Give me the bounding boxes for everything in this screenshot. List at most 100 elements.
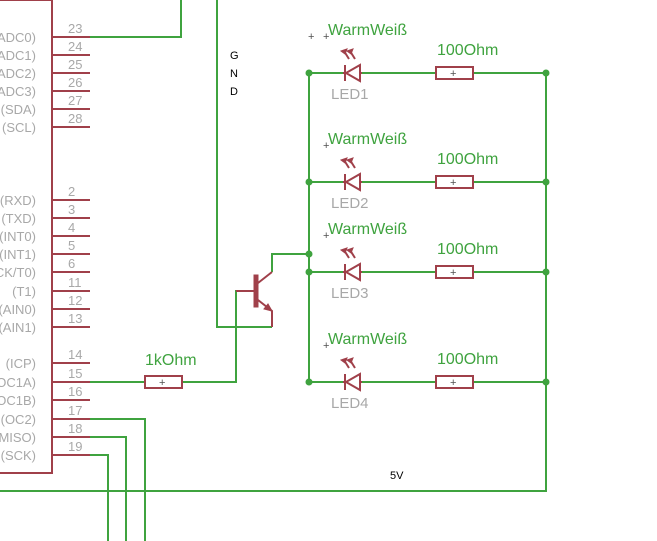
ic-pin: (MISO) 18	[0, 421, 90, 445]
ic-pin: (TXD)3	[1, 202, 90, 226]
ic-pin: (SCK) 19	[1, 439, 90, 463]
ic-pin-name: (AIN0)	[0, 302, 36, 317]
ic-pin-number: 14	[68, 347, 82, 362]
ic-pins: (ADC0)23(ADC1)24(ADC2)25(ADC3)26(SDA)27(…	[0, 21, 90, 463]
led-light-arrowhead	[345, 357, 354, 364]
led-resistor-value: 100Ohm	[437, 351, 498, 368]
ic-pin-name: (INT1)	[0, 247, 36, 262]
led-resistor-body	[435, 66, 474, 80]
ic-pin-name: (ADC3)	[0, 84, 36, 99]
junction-dot	[305, 178, 313, 186]
led-triangle	[343, 372, 361, 392]
wires	[0, 0, 547, 541]
ic-pin-number: 28	[68, 111, 82, 126]
led-value-origin: +	[323, 31, 329, 43]
ic-pin-number: 24	[68, 39, 82, 54]
base-resistor-body	[144, 375, 183, 389]
wire-gnd	[216, 0, 272, 328]
led-value-origin: +	[308, 31, 314, 43]
transistor-base-bar	[253, 274, 259, 308]
junction-dot	[542, 69, 550, 77]
ic-pin: (ADC2)25	[0, 57, 90, 81]
junction-dot	[305, 378, 313, 386]
ic-pin: (SCL) 28	[2, 111, 90, 135]
led-resistor-plus: +	[450, 267, 456, 279]
ic-pin-name: (RXD)	[0, 193, 36, 208]
led-name: LED4	[331, 395, 369, 412]
ic-pin-number: 5	[68, 238, 75, 253]
led-row: WarmWeiß+LED3+100Ohm	[305, 221, 550, 302]
junction-dot	[542, 178, 550, 186]
ic-pin-name: (SCL)	[2, 120, 36, 135]
ic-pin-name: (ADC0)	[0, 30, 36, 45]
ic-pin-number: 25	[68, 57, 82, 72]
led-light-arrowhead	[339, 48, 348, 55]
gnd-label: G N D	[230, 50, 239, 98]
led-name: LED1	[331, 86, 369, 103]
ic-pin: (ADC3)26	[0, 75, 90, 99]
ic-pin-number: 13	[68, 311, 82, 326]
ic-pin: (ICP)14	[6, 347, 90, 371]
led-name: LED3	[331, 285, 369, 302]
led-triangle	[343, 172, 361, 192]
ic-pin: (OC1A)15	[0, 366, 90, 390]
ic-pin-name: (OC2)	[1, 412, 36, 427]
ic-pin-number: 15	[68, 366, 82, 381]
junction-dot	[305, 69, 313, 77]
ic-pin: (RXD)2	[0, 184, 90, 208]
ic-pin-number: 18	[68, 421, 82, 436]
led-resistor-body	[435, 375, 474, 389]
ic-pin: (ADC1) 24	[0, 39, 90, 63]
led-light-arrowhead	[345, 48, 354, 55]
gnd-letter-g: G	[230, 50, 239, 62]
led-resistor-value: 100Ohm	[437, 151, 498, 168]
ic-pin: (INT0)4	[0, 220, 90, 244]
led-resistor-plus: +	[450, 68, 456, 80]
ic-pin-name: (ADC1)	[0, 48, 36, 63]
led-triangle	[343, 63, 361, 83]
supply-label: 5V	[390, 470, 404, 482]
led-row: WarmWeiß+LED2+100Ohm	[305, 131, 550, 212]
ic-pin: (OC2)17	[1, 403, 90, 427]
ic-pin-number: 6	[68, 256, 75, 271]
wire-pin19	[90, 454, 109, 541]
ic-pin: (ADC0)23	[0, 21, 90, 45]
ic-pin-name: (SCK)	[1, 448, 36, 463]
led-row: WarmWeiß+LED1+100Ohm	[305, 22, 550, 103]
led-resistor-body	[435, 265, 474, 279]
led-resistor-body	[435, 175, 474, 189]
ic-pin: (SDA)27	[1, 93, 90, 117]
wire-pin17	[90, 418, 146, 541]
supply-bus	[0, 73, 547, 492]
ic-pin: (AIN0)12	[0, 293, 90, 317]
led-resistor: +100Ohm	[435, 42, 498, 80]
ic-pin: (AIN1)13	[0, 311, 90, 335]
ic-pin-name: (XCK/T0)	[0, 265, 36, 280]
led-light-arrowhead	[339, 357, 348, 364]
ic-pin-name: (OC1B)	[0, 393, 36, 408]
ic-pin: (XCK/T0) 6	[0, 256, 90, 280]
led-resistor: +100Ohm	[435, 151, 498, 189]
ic-pin: (OC1B)16	[0, 384, 90, 408]
led-light-arrowhead	[345, 157, 354, 164]
ic-pin: (INT1) 5	[0, 238, 90, 262]
junction-dot	[305, 268, 313, 276]
transistor-collector	[257, 271, 273, 284]
ic-pin-number: 3	[68, 202, 75, 217]
transistor-emitter-arrow	[263, 303, 274, 312]
junction-dot	[542, 378, 550, 386]
led-value-origin: +	[323, 230, 329, 242]
led-rows: WarmWeiß+LED1+100OhmWarmWeiß+LED2+100Ohm…	[305, 22, 550, 412]
junction-dot	[305, 250, 313, 258]
led-name: LED2	[331, 195, 369, 212]
wire-pin23	[90, 0, 182, 38]
ic-pin-name: (MISO)	[0, 430, 36, 445]
led-resistor-value: 100Ohm	[437, 241, 498, 258]
npn-transistor	[236, 271, 274, 327]
led-resistor-value: 100Ohm	[437, 42, 498, 59]
ic-pin-number: 19	[68, 439, 82, 454]
led-row: WarmWeiß+LED4+100Ohm	[305, 331, 550, 412]
wire-pin18	[90, 436, 127, 541]
junction-dot	[542, 268, 550, 276]
